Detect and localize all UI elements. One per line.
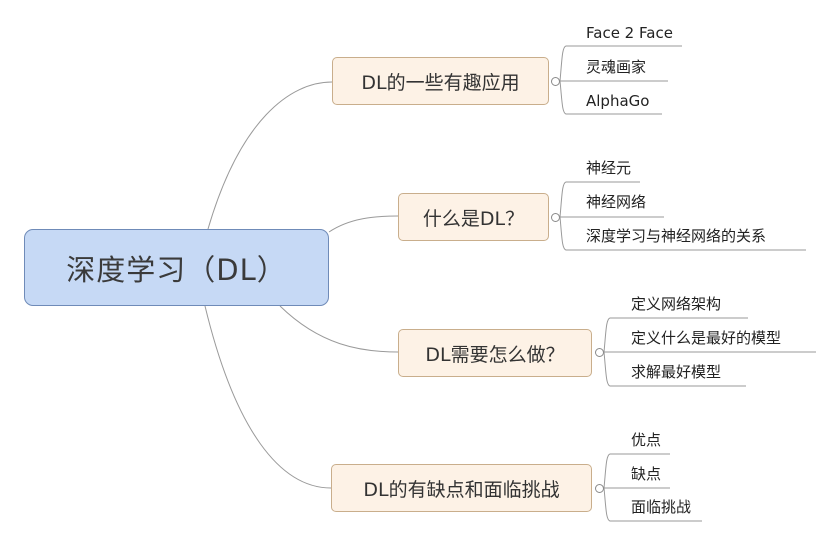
branch-topic-how-to-do-dl[interactable]: DL需要怎么做？ — [398, 329, 592, 377]
connector-root-branch-2 — [279, 305, 399, 353]
subtopic-cons[interactable]: 缺点 — [631, 465, 662, 483]
connector-b3-c0 — [603, 453, 670, 489]
subtopic-challenges[interactable]: 面临挑战 — [631, 498, 692, 516]
connector-root-branch-1 — [328, 215, 399, 233]
root-topic-label: 深度学习（DL） — [66, 252, 287, 287]
branch-topic-what-is-dl[interactable]: 什么是DL？ — [398, 193, 549, 241]
subtopic-define-best-model[interactable]: 定义什么是最好的模型 — [631, 329, 782, 347]
subtopic-neural-network[interactable]: 神经网络 — [586, 193, 647, 211]
subtopic-define-architecture[interactable]: 定义网络架构 — [631, 295, 722, 313]
branch-topic-label: DL需要怎么做？ — [425, 343, 565, 366]
connector-b2-c0 — [603, 317, 748, 353]
subtopic-face-2-face[interactable]: Face 2 Face — [586, 24, 673, 42]
branch-topic-label: DL的一些有趣应用 — [361, 71, 520, 94]
connector-root-branch-0 — [207, 81, 333, 230]
connector-b1-c0 — [559, 181, 640, 218]
subtopic-dl-vs-nn[interactable]: 深度学习与神经网络的关系 — [586, 227, 767, 245]
subtopic-soul-painter[interactable]: 灵魂画家 — [586, 58, 647, 76]
collapse-toggle-icon[interactable] — [551, 213, 560, 222]
branch-topic-label: DL的有缺点和面临挑战 — [363, 478, 560, 501]
subtopic-alphago[interactable]: AlphaGo — [586, 92, 650, 110]
subtopic-neuron[interactable]: 神经元 — [586, 159, 632, 177]
collapse-toggle-icon[interactable] — [551, 77, 560, 86]
branch-topic-interesting-applications[interactable]: DL的一些有趣应用 — [332, 57, 549, 105]
connector-b0-c0 — [559, 45, 682, 82]
subtopic-solve-best-model[interactable]: 求解最好模型 — [631, 363, 722, 381]
collapse-toggle-icon[interactable] — [595, 484, 604, 493]
subtopic-pros[interactable]: 优点 — [631, 431, 662, 449]
branch-topic-label: 什么是DL？ — [422, 207, 525, 230]
collapse-toggle-icon[interactable] — [595, 348, 604, 357]
connector-b1-c2 — [559, 216, 806, 251]
connector-root-branch-3 — [204, 305, 332, 489]
connector-b0-c2 — [559, 80, 662, 115]
connector-b2-c2 — [603, 351, 746, 387]
branch-topic-pros-cons-challenges[interactable]: DL的有缺点和面临挑战 — [331, 464, 592, 512]
root-topic[interactable]: 深度学习（DL） — [24, 229, 329, 306]
connector-b3-c2 — [603, 487, 702, 522]
